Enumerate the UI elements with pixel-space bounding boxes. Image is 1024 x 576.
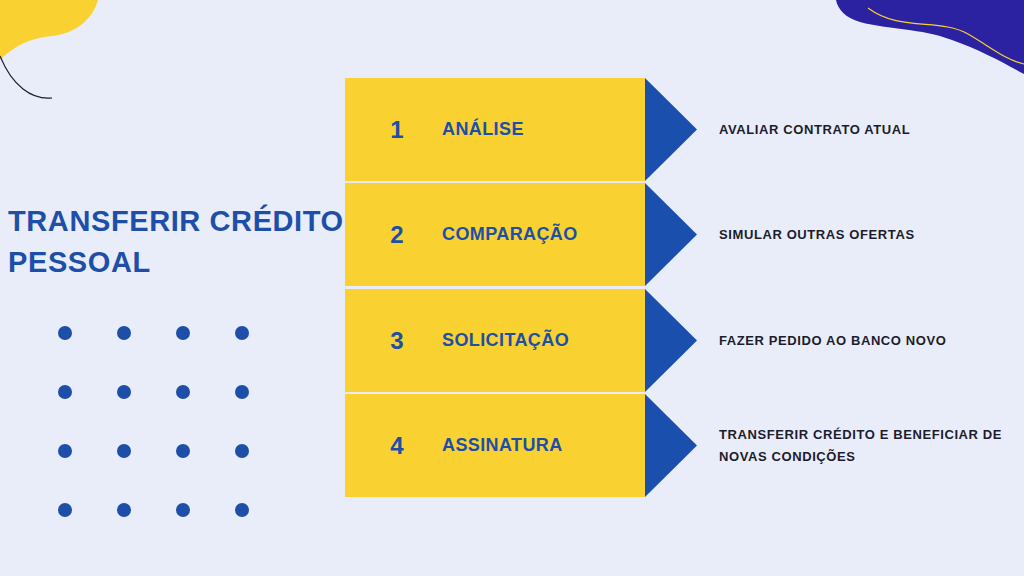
corner-line <box>0 56 52 98</box>
step-label: ASSINATURA <box>442 435 563 456</box>
step-box: 1 ANÁLISE <box>345 78 645 181</box>
chevron-pointer <box>645 78 697 497</box>
step-description: SIMULAR OUTRAS OFERTAS <box>719 224 1021 246</box>
step-label: SOLICITAÇÃO <box>442 330 569 351</box>
step-box: 4 ASSINATURA <box>345 394 645 497</box>
step-description: TRANSFERIR CRÉDITO E BENEFICIAR DE NOVAS… <box>719 424 1021 468</box>
step-number: 4 <box>385 432 409 460</box>
corner-line <box>868 8 1024 64</box>
step-description: AVALIAR CONTRATO ATUAL <box>719 119 1021 141</box>
step-number: 1 <box>385 116 409 144</box>
corner-blob <box>0 0 98 60</box>
diagram-title: TRANSFERIR CRÉDITO PESSOAL <box>8 201 348 283</box>
step-box: 3 SOLICITAÇÃO <box>345 289 645 392</box>
step-number: 3 <box>385 327 409 355</box>
step-box: 2 COMPARAÇÃO <box>345 183 645 286</box>
dot-grid <box>58 326 249 517</box>
corner-blob <box>836 0 1024 74</box>
step-number: 2 <box>385 221 409 249</box>
step-label: ANÁLISE <box>442 119 524 140</box>
step-label: COMPARAÇÃO <box>442 224 578 245</box>
step-description: FAZER PEDIDO AO BANCO NOVO <box>719 330 1021 352</box>
